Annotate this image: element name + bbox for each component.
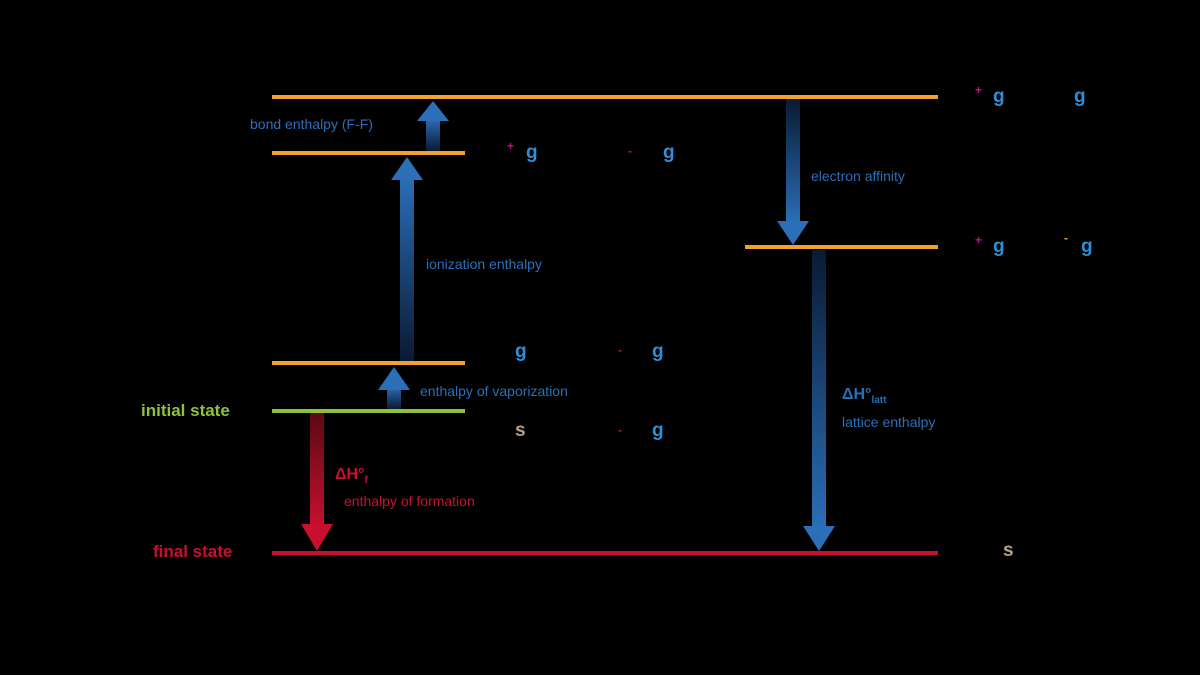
- level4-atom-phase: g: [515, 341, 527, 362]
- formation-enthalpy-label: enthalpy of formation: [344, 493, 475, 509]
- level4-molecule-charge: -: [618, 343, 622, 357]
- level2-cation-phase: g: [526, 142, 538, 163]
- initial-molecule-phase: g: [652, 420, 664, 441]
- level3-anion-charge: -: [1064, 231, 1068, 245]
- formation-delta-h: ΔH°f: [335, 466, 368, 486]
- initial-molecule-charge: -: [618, 423, 622, 437]
- lattice-delta-h-subscript: latt: [871, 395, 887, 407]
- bond-enthalpy-label: bond enthalpy (F-F): [250, 116, 373, 132]
- final-state-label: final state: [153, 542, 233, 561]
- vaporization-arrow: [378, 367, 410, 409]
- level2-molecule-phase: g: [663, 142, 675, 163]
- level2-cation-charge: +: [507, 139, 515, 153]
- initial-solid-phase: s: [515, 420, 526, 441]
- level4-molecule-phase: g: [652, 341, 664, 362]
- bond-enthalpy-arrow: [417, 101, 449, 151]
- initial-state-label: initial state: [141, 401, 230, 420]
- formation-delta-h-symbol: ΔH°: [335, 466, 365, 483]
- level1-atom-phase: g: [1074, 86, 1086, 107]
- formation-delta-h-subscript: f: [364, 475, 368, 487]
- formation-enthalpy-arrow: [301, 413, 333, 551]
- level3-cation-phase: g: [993, 236, 1005, 257]
- electron-affinity-arrow: [777, 99, 809, 245]
- lattice-delta-h-symbol: ΔH°: [842, 386, 872, 403]
- ionization-enthalpy-label: ionization enthalpy: [426, 256, 542, 272]
- ionization-arrow: [391, 157, 423, 361]
- level1-cation-charge: +: [975, 83, 983, 97]
- lattice-enthalpy-label: lattice enthalpy: [842, 414, 936, 430]
- final-solid-phase: s: [1003, 540, 1014, 561]
- level3-anion-phase: g: [1081, 236, 1093, 257]
- lattice-delta-h: ΔH°latt: [842, 386, 886, 406]
- lattice-enthalpy-arrow: [803, 250, 835, 551]
- electron-affinity-label: electron affinity: [811, 168, 905, 184]
- level1-cation-phase: g: [993, 86, 1005, 107]
- level3-cation-charge: +: [975, 233, 983, 247]
- vaporization-enthalpy-label: enthalpy of vaporization: [420, 383, 568, 399]
- level2-molecule-charge: -: [628, 144, 632, 158]
